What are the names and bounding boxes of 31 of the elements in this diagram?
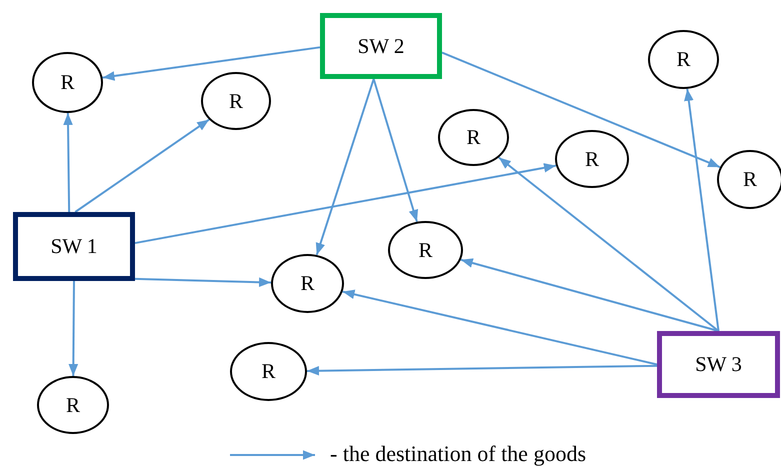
arrow [63, 112, 73, 212]
warehouse-label: SW 3 [695, 354, 742, 375]
retailer-label: R [60, 72, 74, 93]
legend-text: - the destination of the goods [330, 441, 586, 467]
arrow [316, 78, 375, 256]
arrow [306, 364, 658, 376]
arrow [134, 163, 556, 244]
warehouse-box [657, 331, 780, 398]
arrow [442, 52, 720, 168]
retailer-label: R [584, 148, 599, 170]
retailer-label: R [466, 127, 480, 148]
warehouse-label: SW 2 [358, 36, 404, 56]
arrow [68, 281, 78, 376]
arrow [460, 258, 719, 332]
retailer-label: R [228, 90, 243, 112]
arrow [134, 277, 272, 288]
retailer-label: R [418, 240, 432, 260]
warehouse-label: SW 1 [50, 236, 98, 257]
arrow [342, 290, 658, 366]
retailer-label: R [261, 361, 276, 382]
arrow [102, 46, 320, 81]
arrow [684, 88, 720, 332]
arrow [498, 156, 720, 332]
warehouse-box [13, 212, 135, 281]
retailer-label: R [742, 169, 757, 190]
warehouse-box [320, 13, 442, 79]
retailer-label: R [66, 394, 80, 416]
arrow [372, 78, 418, 222]
arrow [74, 118, 210, 213]
retailer-label: R [676, 49, 690, 70]
retailer-label: R [300, 273, 314, 294]
